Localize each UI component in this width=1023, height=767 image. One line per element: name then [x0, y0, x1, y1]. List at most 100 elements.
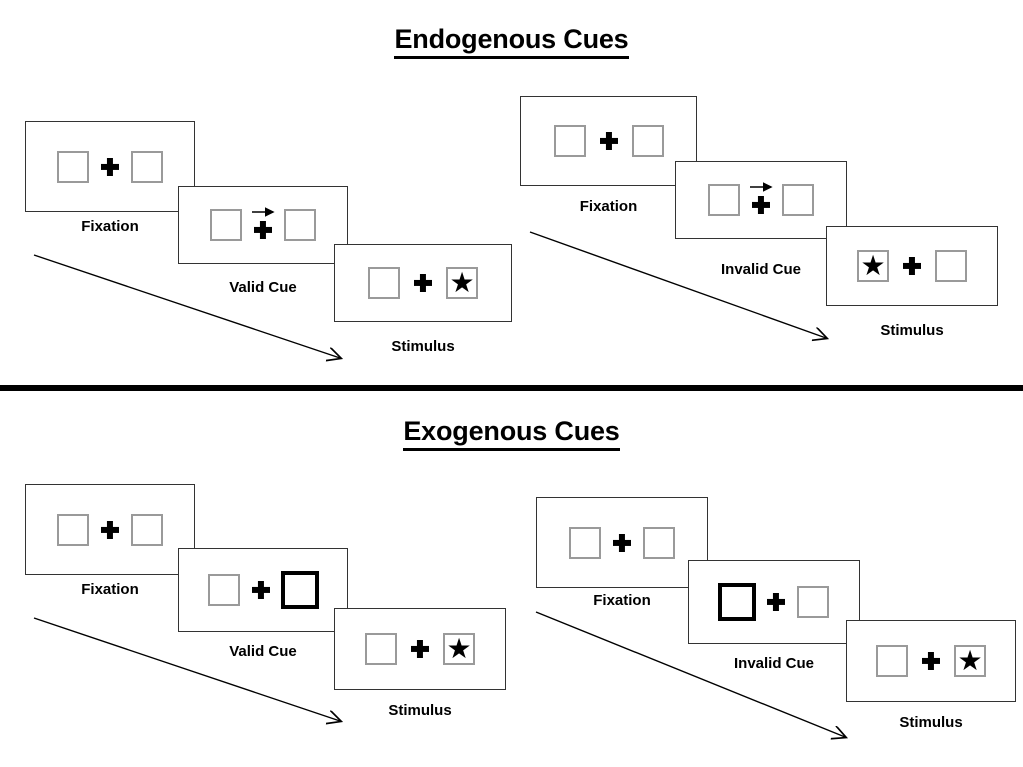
panel-exogenous-invalid-stimulus: ★	[846, 620, 1016, 702]
panel-endogenous-valid-fixation	[25, 121, 195, 212]
panel-content: ★	[847, 621, 1015, 701]
caption-exogenous-valid-stimulus: Stimulus	[388, 702, 452, 719]
panel-content: ★	[827, 227, 997, 305]
left-box-slot	[55, 513, 91, 546]
panel-content	[26, 485, 194, 574]
right-box-slot	[282, 209, 318, 241]
left-box	[876, 645, 908, 677]
right-box-slot: ★	[952, 645, 988, 677]
left-box-slot	[206, 574, 242, 606]
right-box	[797, 586, 829, 618]
star-icon: ★	[957, 645, 983, 676]
caption-exogenous-invalid-fixation: Fixation	[593, 592, 651, 609]
section-title-exogenous-text: Exogenous Cues	[403, 416, 620, 451]
right-box-slot	[933, 250, 969, 282]
left-box	[708, 184, 740, 216]
right-box-slot	[630, 125, 666, 157]
fixation-cross-icon	[903, 257, 921, 275]
left-box-slot	[567, 526, 603, 559]
fixation-cross-icon	[767, 593, 785, 611]
right-box: ★	[443, 633, 475, 665]
left-box-slot	[366, 267, 402, 299]
left-box-slot: ★	[855, 250, 891, 282]
left-box	[553, 125, 586, 157]
section-title-endogenous: Endogenous Cues	[0, 24, 1023, 59]
right-box-slot: ★	[444, 267, 480, 299]
endogenous-valid-time-arrow	[33, 254, 360, 370]
right-box-slot	[780, 184, 816, 216]
panel-content	[179, 187, 347, 263]
panel-endogenous-invalid-fixation	[520, 96, 697, 186]
fixation-cross-icon	[252, 581, 270, 599]
right-box: ★	[954, 645, 986, 677]
panel-endogenous-invalid-cue	[675, 161, 847, 239]
panel-exogenous-valid-fixation	[25, 484, 195, 575]
right-box	[284, 209, 316, 241]
endogenous-invalid-time-arrow	[529, 231, 846, 347]
left-box-slot	[706, 184, 742, 216]
fixation-cross-icon	[101, 158, 119, 176]
section-divider	[0, 385, 1023, 391]
caption-endogenous-invalid-fixation: Fixation	[579, 198, 638, 215]
left-box	[57, 150, 89, 183]
right-box: ★	[446, 267, 478, 299]
fixation-cross-icon	[750, 182, 773, 214]
caption-endogenous-valid-cue: Valid Cue	[229, 279, 297, 296]
star-icon: ★	[449, 267, 475, 298]
left-box	[365, 633, 397, 665]
exogenous-invalid-time-arrow	[535, 611, 862, 747]
right-box-slot	[280, 571, 320, 609]
fixation-cross-icon	[414, 274, 432, 292]
endogenous-cue-arrow-right-icon	[750, 182, 773, 192]
panel-content	[179, 549, 347, 631]
panel-content	[676, 162, 846, 238]
left-box	[57, 513, 89, 546]
right-box-slot	[795, 586, 831, 618]
caption-endogenous-invalid-cue: Invalid Cue	[720, 261, 802, 278]
caption-exogenous-invalid-cue: Invalid Cue	[733, 655, 815, 672]
fixation-cross-icon	[922, 652, 940, 670]
right-box	[643, 526, 675, 559]
panel-content	[521, 97, 696, 185]
right-box	[131, 513, 163, 546]
left-box-slot	[208, 209, 244, 241]
panel-content	[537, 498, 707, 587]
endogenous-cue-arrow-right-icon	[252, 207, 275, 217]
left-box-slot	[55, 150, 91, 183]
section-title-exogenous: Exogenous Cues	[0, 416, 1023, 451]
caption-endogenous-invalid-stimulus: Stimulus	[880, 322, 944, 339]
star-icon: ★	[446, 633, 472, 664]
right-box-cued	[281, 571, 319, 609]
fixation-cross-icon	[613, 534, 631, 552]
panel-content	[689, 561, 859, 643]
right-box	[935, 250, 967, 282]
right-box-slot	[129, 150, 165, 183]
panel-content: ★	[335, 609, 505, 689]
panel-exogenous-valid-stimulus: ★	[334, 608, 506, 690]
right-box-slot	[641, 526, 677, 559]
left-box	[210, 209, 242, 241]
star-icon: ★	[860, 250, 886, 281]
caption-exogenous-valid-fixation: Fixation	[81, 581, 139, 598]
fixation-cross-icon	[101, 521, 119, 539]
right-box-slot: ★	[441, 633, 477, 665]
caption-exogenous-invalid-stimulus: Stimulus	[899, 714, 963, 731]
right-box-slot	[129, 513, 165, 546]
left-box	[569, 526, 601, 559]
right-box	[631, 125, 664, 157]
left-box: ★	[857, 250, 889, 282]
right-box	[131, 150, 163, 183]
left-box-slot	[363, 633, 399, 665]
section-title-endogenous-text: Endogenous Cues	[394, 24, 629, 59]
panel-content	[26, 122, 194, 211]
panel-exogenous-invalid-cue	[688, 560, 860, 644]
left-box	[368, 267, 400, 299]
panel-content: ★	[335, 245, 511, 321]
panel-exogenous-invalid-fixation	[536, 497, 708, 588]
right-box	[782, 184, 814, 216]
fixation-cross-icon	[600, 132, 618, 150]
exogenous-valid-time-arrow	[33, 617, 360, 733]
left-box-cued	[718, 583, 756, 621]
left-box	[208, 574, 240, 606]
